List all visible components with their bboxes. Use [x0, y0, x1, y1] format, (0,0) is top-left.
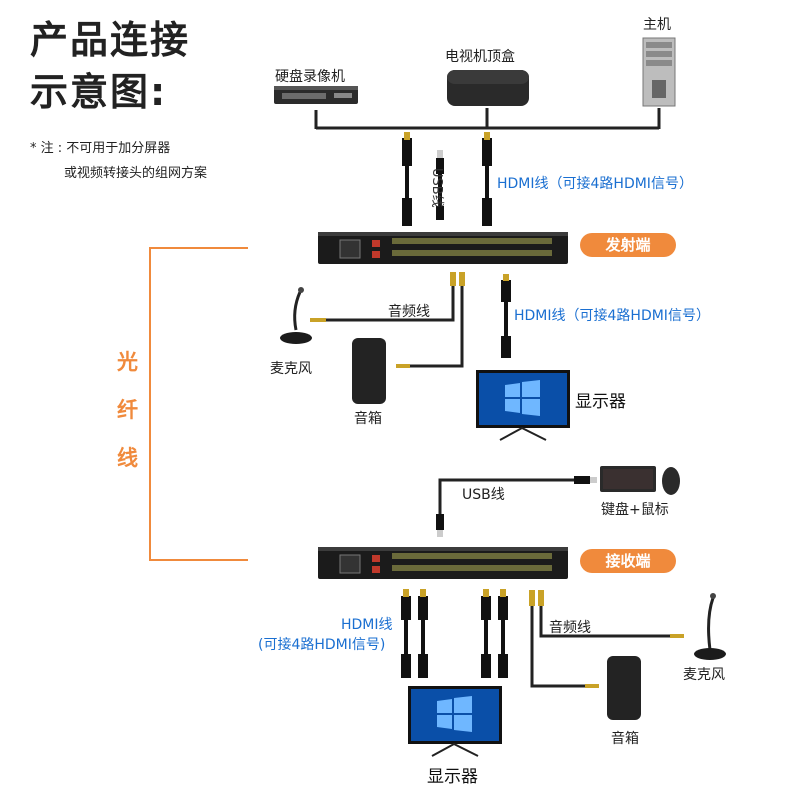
transmitter-monitor-label: 显示器 [575, 392, 626, 412]
mouse-device [662, 467, 680, 495]
receiver-monitor-label: 显示器 [427, 767, 478, 787]
receiver-speaker-device [607, 656, 641, 720]
receiver-device [318, 547, 568, 579]
transmitter-speaker-device [352, 338, 386, 404]
transmitter-audio-cables [326, 282, 464, 368]
receiver-audio-label: 音频线 [549, 620, 591, 636]
dvr-label: 硬盘录像机 [275, 69, 345, 85]
diagram-title-line2: 示意图: [30, 70, 168, 114]
fiber-bracket [149, 247, 248, 561]
transmitter-mic-label: 麦克风 [270, 361, 312, 377]
receiver-mic-device [694, 593, 726, 660]
transmitter-mic-device [280, 287, 312, 344]
transmitter-audio-label: 音频线 [388, 304, 430, 320]
top-hdmi-cable-2 [482, 132, 492, 226]
top-usb-label: USB线 [429, 168, 444, 208]
top-hdmi-cable-1 [402, 132, 412, 226]
receiver-hdmi-label-line2: (可接4路HDMI信号) [258, 637, 386, 653]
keyboard-device [600, 466, 656, 492]
fiber-label-char-2: 纤 [117, 398, 138, 422]
receiver-usb-label: USB线 [462, 487, 505, 503]
transmitter-monitor-device [476, 370, 570, 441]
note-line1: * 注 : 不可用于加分屏器 [30, 141, 171, 156]
transmitter-speaker-label: 音箱 [354, 411, 382, 427]
receiver-hdmi-label-line1: HDMI线 [341, 617, 393, 633]
diagram-title-line1: 产品连接 [30, 18, 191, 62]
receiver-audio-cables [530, 606, 670, 688]
note-line2: 或视频转接头的组网方案 [64, 166, 208, 181]
transmitter-badge: 发射端 [580, 233, 676, 257]
pc-tower-device [642, 37, 676, 107]
keyboard-mouse-label: 键盘+鼠标 [601, 502, 669, 518]
tv-box-device [447, 70, 529, 106]
receiver-speaker-label: 音箱 [611, 731, 639, 747]
source-bus-line [314, 108, 661, 130]
top-usb-cable [436, 150, 444, 220]
transmitter-device [318, 232, 568, 264]
receiver-badge: 接收端 [580, 549, 676, 573]
receiver-monitor-device [408, 686, 502, 757]
tv-box-label: 电视机顶盒 [445, 49, 515, 65]
receiver-hdmi-cables [401, 589, 508, 678]
receiver-usb-cable [436, 476, 597, 537]
receiver-audio-plugs [529, 590, 684, 688]
transmitter-hdmi-label: HDMI线（可接4路HDMI信号） [514, 308, 710, 324]
pc-label: 主机 [643, 17, 671, 33]
top-hdmi-label: HDMI线（可接4路HDMI信号） [497, 176, 693, 192]
transmitter-audio-plugs [310, 272, 465, 368]
fiber-label-char-3: 线 [117, 446, 138, 470]
transmitter-hdmi-cable [501, 274, 511, 358]
receiver-mic-label: 麦克风 [683, 667, 725, 683]
fiber-label-char-1: 光 [117, 350, 138, 374]
dvr-device [274, 86, 358, 104]
